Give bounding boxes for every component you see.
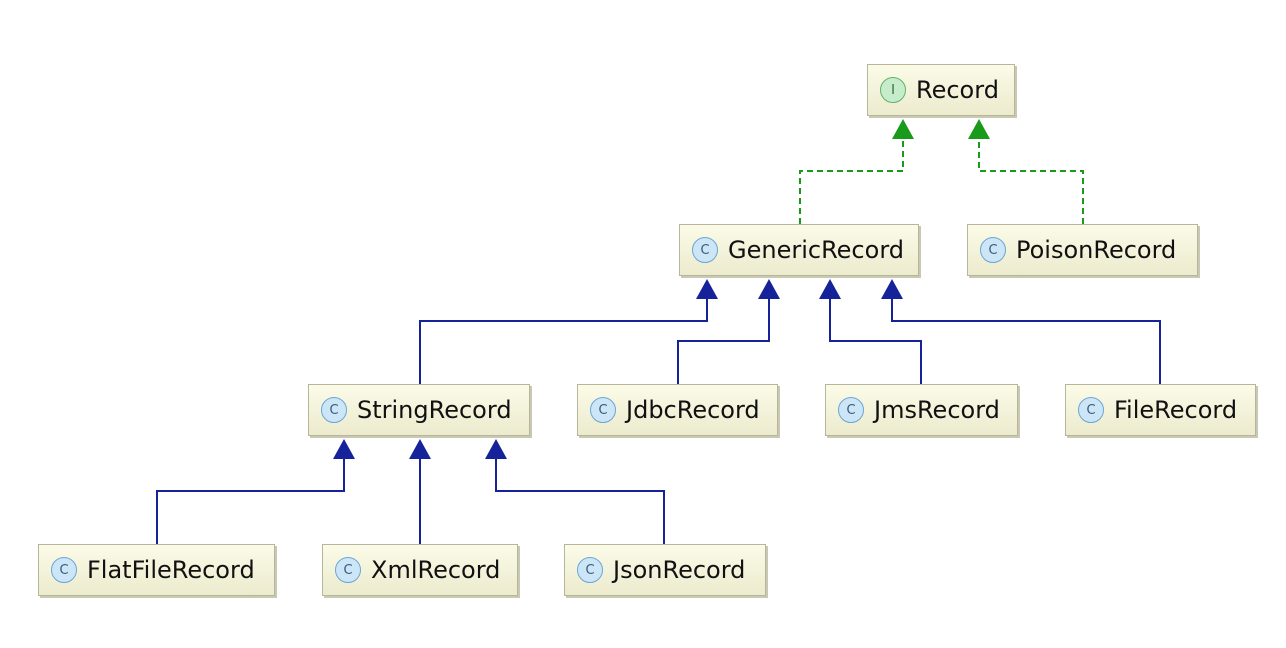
edge-line bbox=[677, 299, 770, 384]
node-flat-file-record[interactable]: C FlatFileRecord bbox=[38, 544, 275, 596]
edge-line bbox=[799, 139, 904, 224]
interface-icon: I bbox=[880, 77, 906, 103]
node-label: Record bbox=[916, 76, 999, 104]
arrowhead-icon bbox=[696, 279, 718, 299]
node-label: XmlRecord bbox=[371, 556, 501, 584]
edge-jdbc-extends-generic bbox=[677, 279, 780, 384]
node-label: JdbcRecord bbox=[626, 396, 760, 424]
edge-line bbox=[829, 299, 922, 384]
arrowhead-icon bbox=[968, 119, 990, 139]
edge-line bbox=[891, 299, 1161, 384]
class-icon: C bbox=[335, 557, 361, 583]
node-record[interactable]: I Record bbox=[867, 64, 1015, 116]
node-string-record[interactable]: C StringRecord bbox=[308, 384, 530, 436]
class-icon: C bbox=[838, 397, 864, 423]
node-label: FileRecord bbox=[1114, 396, 1238, 424]
arrowhead-icon bbox=[485, 439, 507, 459]
arrowhead-icon bbox=[758, 279, 780, 299]
edge-generic-implements-record bbox=[799, 119, 914, 224]
node-label: FlatFileRecord bbox=[87, 556, 255, 584]
class-icon: C bbox=[692, 237, 718, 263]
node-jms-record[interactable]: C JmsRecord bbox=[825, 384, 1018, 436]
node-label: StringRecord bbox=[357, 396, 512, 424]
class-icon: C bbox=[1078, 397, 1104, 423]
node-file-record[interactable]: C FileRecord bbox=[1065, 384, 1256, 436]
arrowhead-icon bbox=[333, 439, 355, 459]
node-label: PoisonRecord bbox=[1016, 236, 1177, 264]
node-label: GenericRecord bbox=[728, 236, 904, 264]
arrowhead-icon bbox=[819, 279, 841, 299]
edge-xml-extends-string bbox=[409, 439, 431, 544]
node-json-record[interactable]: C JsonRecord bbox=[564, 544, 766, 596]
class-icon: C bbox=[51, 557, 77, 583]
node-jdbc-record[interactable]: C JdbcRecord bbox=[577, 384, 778, 436]
node-label: JsonRecord bbox=[613, 556, 746, 584]
edge-poison-implements-record bbox=[968, 119, 1084, 224]
class-icon: C bbox=[577, 557, 603, 583]
node-label: JmsRecord bbox=[874, 396, 1000, 424]
edge-line bbox=[978, 139, 1084, 224]
edge-line bbox=[419, 299, 708, 384]
edge-flatfile-extends-string bbox=[156, 439, 355, 544]
edge-jms-extends-generic bbox=[819, 279, 922, 384]
arrowhead-icon bbox=[892, 119, 914, 139]
class-icon: C bbox=[590, 397, 616, 423]
node-poison-record[interactable]: C PoisonRecord bbox=[967, 224, 1198, 276]
class-icon: C bbox=[980, 237, 1006, 263]
arrowhead-icon bbox=[409, 439, 431, 459]
edge-json-extends-string bbox=[485, 439, 665, 544]
node-generic-record[interactable]: C GenericRecord bbox=[679, 224, 919, 276]
node-xml-record[interactable]: C XmlRecord bbox=[322, 544, 518, 596]
class-icon: C bbox=[321, 397, 347, 423]
edge-line bbox=[156, 459, 345, 544]
arrowhead-icon bbox=[881, 279, 903, 299]
edge-file-extends-generic bbox=[881, 279, 1161, 384]
edge-string-extends-generic bbox=[419, 279, 718, 384]
edge-line bbox=[495, 459, 665, 544]
